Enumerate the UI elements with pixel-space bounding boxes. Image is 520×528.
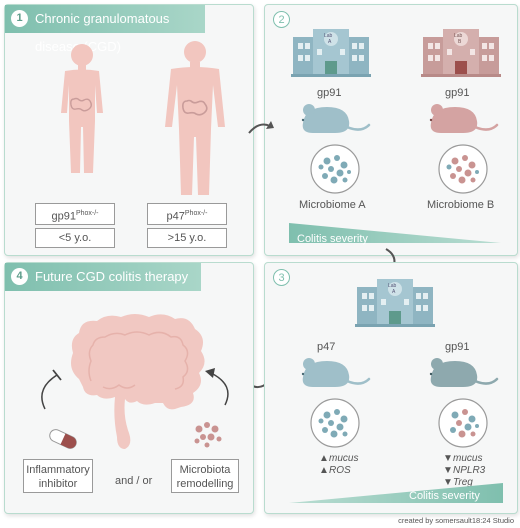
mouse-p47-icon xyxy=(301,358,371,387)
colitis-severity-wedge xyxy=(289,223,501,243)
lab-b-sign-bottom: B xyxy=(458,39,462,45)
mouse-gp91-genotype: gp91 xyxy=(445,341,470,353)
gp91-mark-nplr3: NPLR3 xyxy=(453,465,486,476)
panel-4-title-bar: 4 Future CGD colitis therapy xyxy=(5,263,201,291)
gp91-label: gp91 xyxy=(51,210,76,223)
gp91-decrease-arrow-1: ▼ xyxy=(443,453,453,464)
panel-same-lab-comparison: 3 Lab A p47 gp91 ▲ mucus ▲ ROS ▼ mucus ▼ xyxy=(264,262,518,514)
panel-1-title-bar: 1 Chronic granulomatous disease (CGD) xyxy=(5,5,205,54)
credit-line: created by somersault18:24 Studio xyxy=(398,516,514,525)
remodel-arrow-icon xyxy=(205,368,229,406)
inflammatory-inhibitor-box: Inflammatory inhibitor xyxy=(23,459,93,493)
p47-increase-arrow-1: ▲ xyxy=(319,453,329,464)
lab-a-sign-top: Lab xyxy=(324,33,333,39)
lab-a-sign-bottom-2: A xyxy=(392,289,396,295)
gp91-superscript: Phox-/- xyxy=(75,210,99,217)
panel-future-therapy: 4 Future CGD colitis therapy Inflammator… xyxy=(4,262,254,514)
colitis-severity-wedge-2 xyxy=(289,483,503,503)
mouse-p47-genotype: p47 xyxy=(317,341,336,353)
pill-icon xyxy=(49,429,77,449)
p47-genotype-box: p47Phox-/- xyxy=(147,203,227,225)
step-number-3: 3 xyxy=(273,269,290,286)
p47-mark-mucus: mucus xyxy=(329,453,359,464)
panel-4-title: Future CGD colitis therapy xyxy=(35,269,189,284)
p47-increase-arrow-2: ▲ xyxy=(319,465,329,476)
child-figure-icon xyxy=(61,44,103,173)
panel-chronic-granulomatous-disease: 1 Chronic granulomatous disease (CGD) gp… xyxy=(4,4,254,256)
adult-figure-icon xyxy=(165,41,225,195)
inhibition-arrow-icon xyxy=(41,369,62,410)
colon-icon xyxy=(71,314,205,449)
colitis-severity-label-2: Colitis severity xyxy=(297,233,368,245)
gp91-mark-treg: Treg xyxy=(453,477,473,488)
step-number-4: 4 xyxy=(11,268,28,285)
lab-a-building-icon xyxy=(291,29,371,77)
microbiome-gp91-icon xyxy=(438,398,488,448)
arrow-panel1-to-panel2 xyxy=(248,121,274,134)
panel-lab-comparison: 2 Lab A Lab B gp91 gp91 xyxy=(264,4,518,256)
lab-a-sign-top-2: Lab xyxy=(388,283,397,289)
mouse-a-icon xyxy=(301,104,371,133)
colitis-severity-label-3: Colitis severity xyxy=(409,490,480,502)
gp91-decrease-arrow-3: ▼ xyxy=(443,477,453,488)
p47-mark-ros: ROS xyxy=(329,465,351,476)
gp91-genotype-box: gp91Phox-/- xyxy=(35,203,115,225)
mouse-gp91-icon xyxy=(429,358,499,387)
lab-b-sign-top: Lab xyxy=(454,33,463,39)
mouse-b-genotype: gp91 xyxy=(445,87,470,99)
adult-age-box: >15 y.o. xyxy=(147,228,227,248)
microbiota-cluster-icon xyxy=(194,422,222,448)
p47-label: p47 xyxy=(166,210,185,223)
mouse-b-icon xyxy=(429,104,499,133)
microbiome-a-icon xyxy=(310,144,360,194)
microbiome-b-label: Microbiome B xyxy=(427,199,495,211)
step-number-1: 1 xyxy=(11,10,28,27)
and-or-label: and / or xyxy=(115,475,153,487)
microbiome-a-label: Microbiome A xyxy=(299,199,366,211)
microbiome-b-icon xyxy=(438,144,488,194)
mouse-a-genotype: gp91 xyxy=(317,87,342,99)
child-age-box: <5 y.o. xyxy=(35,228,115,248)
lab-a-building-icon-2 xyxy=(355,279,435,327)
lab-b-building-icon xyxy=(421,29,501,77)
p47-superscript: Phox-/- xyxy=(184,210,208,217)
gp91-decrease-arrow-2: ▼ xyxy=(443,465,453,476)
step-number-2: 2 xyxy=(273,11,290,28)
microbiota-remodelling-box: Microbiota remodelling xyxy=(171,459,239,493)
microbiome-p47-icon xyxy=(310,398,360,448)
lab-a-sign-bottom: A xyxy=(328,39,332,45)
gp91-mark-mucus: mucus xyxy=(453,453,483,464)
